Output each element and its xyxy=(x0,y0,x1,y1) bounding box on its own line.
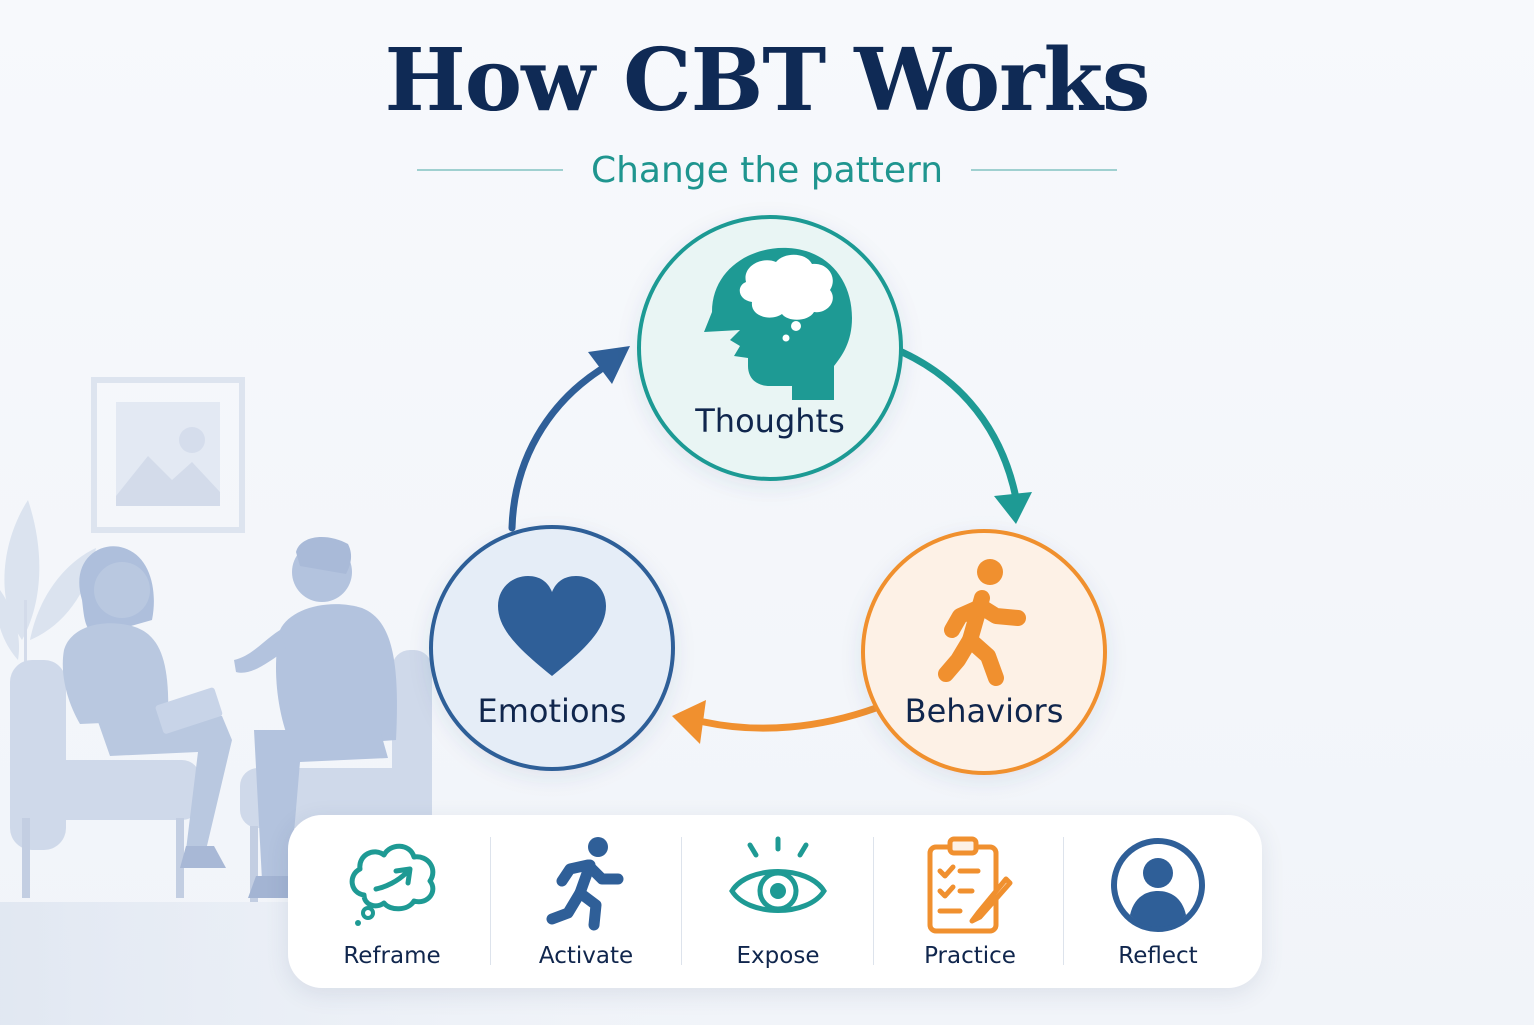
technique-label-reframe: Reframe xyxy=(343,943,441,969)
subtitle-divider-left xyxy=(416,169,563,171)
node-behaviors xyxy=(861,529,1107,775)
technique-divider xyxy=(490,837,491,965)
node-label-emotions: Emotions xyxy=(477,692,627,730)
subtitle-row: Change the pattern xyxy=(0,148,1534,192)
subtitle-divider-right xyxy=(971,169,1118,171)
arrow-emotions-to-thoughts xyxy=(508,346,630,532)
node-thoughts xyxy=(637,215,903,481)
armchair-left xyxy=(10,660,200,898)
plant-leaves xyxy=(0,500,96,690)
technique-reframe: Reframe xyxy=(295,815,489,988)
walking-person-icon xyxy=(938,559,1026,686)
client-figure xyxy=(234,537,397,898)
therapist-figure xyxy=(62,546,232,868)
subtitle: Change the pattern xyxy=(590,149,944,191)
technique-divider xyxy=(1063,837,1064,965)
running-person-icon xyxy=(546,837,624,931)
arrow-behaviors-to-emotions xyxy=(672,700,880,744)
node-label-behaviors: Behaviors xyxy=(904,692,1064,730)
technique-label-activate: Activate xyxy=(538,943,634,969)
technique-activate: Activate xyxy=(489,815,683,988)
technique-divider xyxy=(681,837,682,965)
person-circle-icon xyxy=(1111,838,1205,932)
node-emotions xyxy=(429,525,675,771)
head-thought-icon xyxy=(704,247,852,400)
eye-icon xyxy=(729,836,827,913)
technique-label-reflect: Reflect xyxy=(1118,943,1198,969)
technique-expose: Expose xyxy=(681,815,875,988)
techniques-panel: Reframe Activate Exp xyxy=(288,815,1262,988)
technique-divider xyxy=(873,837,874,965)
technique-reflect: Reflect xyxy=(1061,815,1255,988)
page-title: How CBT Works xyxy=(384,30,1151,131)
thought-cloud-arrow-icon xyxy=(349,843,436,926)
technique-label-practice: Practice xyxy=(924,943,1016,969)
technique-label-expose: Expose xyxy=(736,943,820,969)
wall-picture-frame xyxy=(91,377,245,533)
arrow-thoughts-to-behaviors xyxy=(898,348,1032,524)
node-label-thoughts: Thoughts xyxy=(695,402,845,440)
technique-practice: Practice xyxy=(873,815,1067,988)
heart-icon xyxy=(498,576,606,676)
clipboard-checklist-icon xyxy=(927,836,1013,934)
